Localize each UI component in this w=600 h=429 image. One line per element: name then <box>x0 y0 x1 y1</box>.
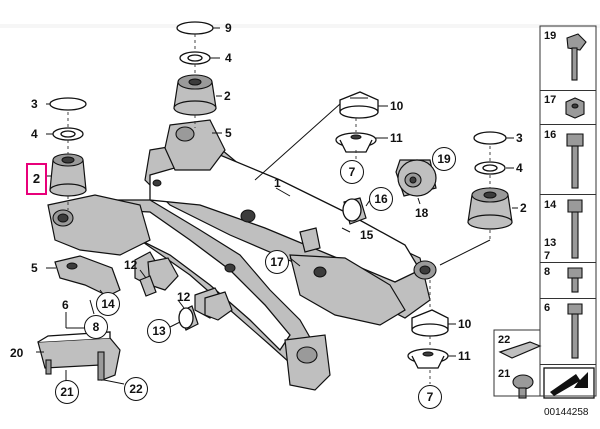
sidebar-bottom-frame <box>493 329 541 397</box>
circled-callout-14: 14 <box>96 292 120 316</box>
sidebar-divider <box>540 194 596 195</box>
circled-callout-8: 8 <box>84 315 108 339</box>
sidebar-label-6: 6 <box>544 302 551 314</box>
mount-11-lower <box>407 348 449 369</box>
sidebar-label-19: 19 <box>544 30 557 42</box>
callout-20: 20 <box>10 346 24 360</box>
bolt-21 <box>97 351 105 381</box>
bracket-5 <box>54 255 121 297</box>
watermark-band <box>0 24 600 28</box>
callout-3-right: 3 <box>516 131 523 145</box>
sidebar-label-21: 21 <box>498 368 511 380</box>
sidebar-divider <box>540 262 596 263</box>
bushing-16 <box>342 197 367 225</box>
callout-2-right: 2 <box>520 201 527 215</box>
bracket-20 <box>37 337 121 381</box>
callout-5: 5 <box>31 261 38 275</box>
callout-6: 6 <box>62 298 69 312</box>
bushing-15 <box>299 227 321 253</box>
bushing-2-right <box>467 187 513 230</box>
circled-callout-7-lower: 7 <box>418 385 442 409</box>
highlighted-callout-2[interactable]: 2 <box>26 163 47 195</box>
leader-lines <box>36 27 518 385</box>
callout-11-upper: 11 <box>390 131 403 145</box>
washer-3-right <box>473 131 507 145</box>
diagram-code: 00144258 <box>544 407 589 418</box>
callout-4-right: 4 <box>516 161 523 175</box>
callout-11-lower: 11 <box>458 349 471 363</box>
circled-callout-21: 21 <box>55 380 79 404</box>
sidebar-label-13: 13 <box>544 237 557 249</box>
callout-2-top: 2 <box>224 89 231 103</box>
circled-callout-17: 17 <box>265 250 289 274</box>
circled-callout-22: 22 <box>124 377 148 401</box>
sidebar-divider <box>540 364 596 365</box>
mount-10-upper <box>339 91 379 119</box>
screw-21 <box>45 359 52 375</box>
bushing-2-left <box>49 153 87 197</box>
circled-callout-13: 13 <box>147 319 171 343</box>
bushing-2-top <box>173 74 217 116</box>
callout-4-top: 4 <box>225 51 232 65</box>
sidebar-frame <box>539 25 597 397</box>
callout-4: 4 <box>31 127 38 141</box>
sidebar-label-7: 7 <box>544 250 551 262</box>
callout-1: 1 <box>274 176 281 190</box>
sidebar-label-14: 14 <box>544 199 557 211</box>
callout-12-a: 12 <box>124 258 138 272</box>
mount-10-lower <box>411 309 449 337</box>
callout-5-top: 5 <box>225 126 232 140</box>
circled-callout-19: 19 <box>432 147 456 171</box>
bushing-12-a <box>139 275 157 297</box>
mount-11-upper <box>335 132 377 153</box>
rubber-mount-18 <box>395 159 437 197</box>
callout-10-upper: 10 <box>390 99 404 113</box>
callout-18: 18 <box>415 206 429 220</box>
washer-9 <box>176 21 214 35</box>
sidebar-hardware <box>498 33 595 399</box>
callout-15: 15 <box>360 228 374 242</box>
sidebar-label-22: 22 <box>498 334 511 346</box>
sidebar-label-17: 17 <box>544 94 557 106</box>
callout-10-lower: 10 <box>458 317 472 331</box>
sidebar-divider <box>540 124 596 125</box>
sidebar-label-16: 16 <box>544 129 557 141</box>
rear-subframe <box>47 119 437 391</box>
washer-3 <box>49 97 87 111</box>
callout-3: 3 <box>31 97 38 111</box>
callout-9: 9 <box>225 21 232 35</box>
sidebar-divider <box>540 90 596 91</box>
callout-12-b: 12 <box>177 290 191 304</box>
sidebar-divider <box>540 298 596 299</box>
circled-callout-7-upper: 7 <box>340 160 364 184</box>
circled-callout-16: 16 <box>369 187 393 211</box>
sidebar-label-8: 8 <box>544 266 551 278</box>
